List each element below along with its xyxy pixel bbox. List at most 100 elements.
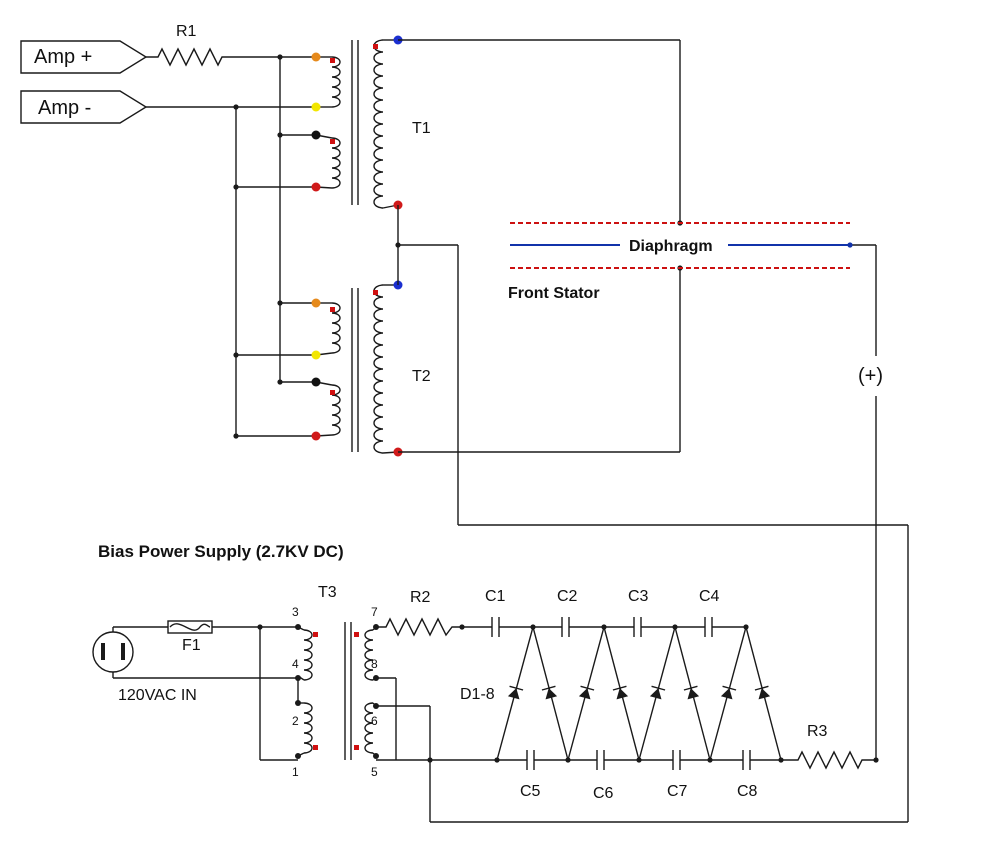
c1-label: C1	[485, 588, 506, 605]
c7-label: C7	[667, 783, 688, 800]
diaphragm-terminal	[847, 242, 853, 248]
t3-pin-label: 2	[292, 714, 299, 728]
junction-dot	[395, 242, 401, 248]
primary-wiring	[146, 56, 316, 437]
diode-d3	[578, 685, 595, 700]
junction-dot	[565, 757, 571, 763]
junction-dot	[233, 433, 239, 439]
phase-dot	[330, 307, 335, 312]
junction-dot	[233, 352, 239, 358]
capacitor-chain-top: C1 C2 C3 C4	[462, 588, 746, 637]
junction-dot	[873, 757, 879, 763]
junction-dot	[257, 624, 263, 630]
c4-label: C4	[699, 588, 720, 605]
electrostatic-panel: Diaphragm Front Stator	[508, 222, 853, 302]
diode-d5	[649, 685, 666, 700]
front-stator-label: Front Stator	[508, 285, 600, 302]
junction-dot	[743, 624, 749, 630]
junction-dot	[295, 624, 301, 630]
phase-dot	[373, 290, 378, 295]
diaphragm-label: Diaphragm	[629, 238, 713, 255]
r2-label: R2	[410, 589, 431, 606]
tap-black-dot	[311, 130, 321, 140]
t1-label: T1	[412, 120, 431, 137]
diode-d4	[612, 685, 629, 700]
junction-dot	[295, 675, 301, 681]
junction-dot	[233, 104, 239, 110]
resistor-r2: R2	[376, 589, 462, 637]
diode-d2	[541, 685, 558, 700]
resistor-r1: R1	[146, 23, 234, 67]
t3-pin-label: 7	[371, 605, 378, 619]
phase-dot	[330, 58, 335, 63]
junction-dot	[295, 753, 301, 759]
c5-label: C5	[520, 783, 541, 800]
t3-pin-label: 3	[292, 605, 299, 619]
junction-dot	[778, 757, 784, 763]
phase-dot	[354, 745, 359, 750]
tap-yellow-dot	[311, 102, 321, 112]
tap-red-dot	[311, 431, 321, 441]
amp-plus-label: Amp +	[34, 46, 92, 68]
junction-dot	[233, 184, 239, 190]
junction-dot	[672, 624, 678, 630]
diode-d1	[507, 685, 524, 700]
t3-pin-label: 6	[371, 714, 378, 728]
junction-dot	[494, 757, 500, 763]
junction-dot	[707, 757, 713, 763]
tap-yellow-dot	[311, 350, 321, 360]
junction-dot	[636, 757, 642, 763]
fuse-f1: F1	[113, 620, 298, 654]
junction-dot	[277, 300, 283, 306]
tap-orange-dot	[311, 52, 321, 62]
diode-ladder	[496, 626, 782, 761]
t3-label: T3	[318, 584, 337, 601]
t3-pin-label: 5	[371, 765, 378, 779]
r3-label: R3	[807, 723, 828, 740]
phase-dot	[330, 139, 335, 144]
diode-d8	[754, 685, 771, 700]
c8-label: C8	[737, 783, 758, 800]
diode-d6	[683, 685, 700, 700]
junction-dot	[295, 700, 301, 706]
tap-red-dot	[311, 182, 321, 192]
phase-dot	[330, 390, 335, 395]
phase-dot	[313, 632, 318, 637]
c6-label: C6	[593, 785, 614, 802]
phase-dot	[373, 44, 378, 49]
t3-pin-label: 4	[292, 657, 299, 671]
amp-plus-connector: Amp +	[20, 40, 148, 74]
junction-dot	[277, 379, 283, 385]
transformer-t1: T1	[315, 39, 431, 209]
transformer-t3: T3 3 4 2 1 7 8 6 5	[292, 584, 378, 779]
ac-plug-icon	[92, 627, 134, 678]
polarity-label: (+)	[858, 365, 883, 387]
r1-label: R1	[176, 23, 197, 40]
junction-dot	[427, 757, 433, 763]
amp-minus-connector: Amp -	[20, 90, 148, 124]
c3-label: C3	[628, 588, 649, 605]
junction-dot	[277, 54, 283, 60]
junction-dot	[601, 624, 607, 630]
ac-input-label: 120VAC IN	[118, 687, 197, 704]
t3-pin-label: 1	[292, 765, 299, 779]
junction-dot	[530, 624, 536, 630]
secondary-wiring	[397, 39, 909, 822]
tap-orange-dot	[311, 298, 321, 308]
capacitor-chain-bottom: C5 C6 C7 C8	[396, 750, 790, 802]
junction-dot	[373, 753, 379, 759]
diodes-label: D1-8	[460, 686, 495, 703]
c2-label: C2	[557, 588, 578, 605]
t2-label: T2	[412, 368, 431, 385]
phase-dot	[313, 745, 318, 750]
diode-d7	[720, 685, 737, 700]
f1-label: F1	[182, 637, 201, 654]
tap-black-dot	[311, 377, 321, 387]
amp-minus-label: Amp -	[38, 97, 91, 119]
phase-dot	[354, 632, 359, 637]
t3-pin-label: 8	[371, 657, 378, 671]
junction-dot	[277, 132, 283, 138]
power-supply-title: Bias Power Supply (2.7KV DC)	[98, 542, 344, 561]
